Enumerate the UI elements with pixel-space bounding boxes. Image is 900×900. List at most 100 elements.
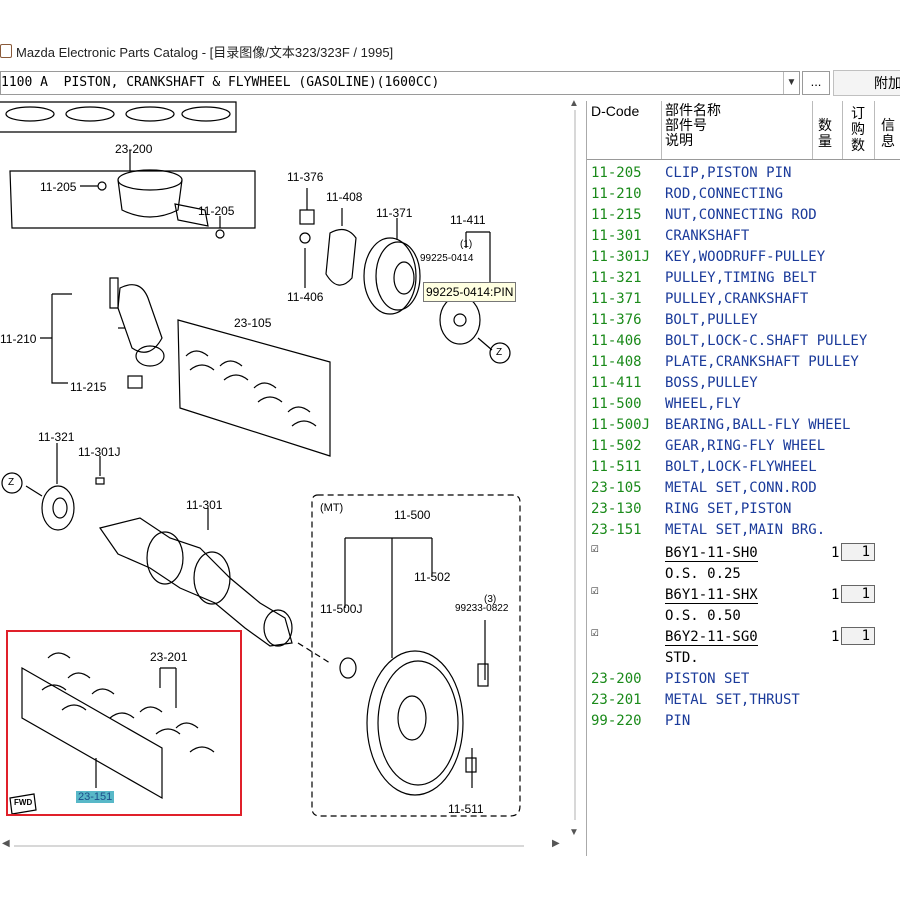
- scroll-track[interactable]: [574, 110, 576, 820]
- z-label: Z: [496, 347, 503, 358]
- row-name: BOLT,LOCK-FLYWHEEL: [665, 459, 817, 475]
- callout-11-376[interactable]: 11-376: [287, 170, 324, 184]
- callout-11-371[interactable]: 11-371: [376, 206, 413, 220]
- window-title: Mazda Electronic Parts Catalog - [目录图像/文…: [16, 45, 394, 60]
- order-qty-input[interactable]: 1: [841, 627, 875, 645]
- row-code: 11-502: [591, 438, 642, 454]
- row-code: 11-205: [591, 165, 642, 181]
- header-order[interactable]: 订购数: [851, 105, 865, 153]
- ring-icon: [5, 106, 55, 122]
- scroll-track[interactable]: [14, 845, 524, 847]
- selected-callout-23-151[interactable]: 23-151: [76, 791, 115, 803]
- add-button[interactable]: 附加: [833, 70, 900, 96]
- callout-11-301[interactable]: 11-301: [186, 498, 223, 512]
- callout-23-201[interactable]: 23-201: [150, 650, 188, 664]
- callout-11-215[interactable]: 11-215: [70, 380, 107, 394]
- row-name: BOSS,PULLEY: [665, 375, 758, 391]
- header-qty[interactable]: 数量: [818, 117, 832, 149]
- group-select[interactable]: 1100 A PISTON, CRANKSHAFT & FLYWHEEL (GA…: [0, 71, 800, 95]
- callout-11-411[interactable]: 11-411: [450, 213, 486, 227]
- part-number[interactable]: B6Y1-11-SH0: [665, 545, 758, 562]
- browse-button[interactable]: ...: [802, 71, 830, 95]
- header-divider: [874, 101, 875, 159]
- row-name: METAL SET,CONN.ROD: [665, 480, 817, 496]
- subpart-row[interactable]: ☑ B6Y2-11-SG0 1 1: [587, 625, 900, 649]
- drawing-horizontal-scrollbar[interactable]: ◀ ▶: [0, 838, 583, 854]
- fwd-label: FWD: [14, 798, 33, 807]
- subpart-row[interactable]: ☑ B6Y1-11-SH0 1 1: [587, 541, 900, 565]
- callout-11-500[interactable]: 11-500: [394, 508, 431, 522]
- row-name: CRANKSHAFT: [665, 228, 750, 244]
- row-name: METAL SET,MAIN BRG.: [665, 522, 826, 538]
- callout-11-511[interactable]: 11-511: [448, 802, 484, 816]
- part-number[interactable]: B6Y1-11-SHX: [665, 587, 758, 604]
- callout-23-200[interactable]: 23-200: [115, 142, 153, 156]
- table-row[interactable]: 11-411 BOSS,PULLEY: [587, 375, 900, 395]
- row-code: 11-210: [591, 186, 642, 202]
- callout-23-105[interactable]: 23-105: [234, 316, 272, 330]
- header-info[interactable]: 信息: [881, 117, 895, 149]
- row-name: BOLT,PULLEY: [665, 312, 758, 328]
- row-code: 11-408: [591, 354, 642, 370]
- header-name[interactable]: 部件名称 部件号 说明: [665, 103, 721, 148]
- scroll-left-icon[interactable]: ◀: [2, 838, 10, 849]
- row-name: PULLEY,CRANKSHAFT: [665, 291, 809, 307]
- callout-11-205[interactable]: 11-205: [198, 204, 235, 218]
- drawing-vertical-scrollbar[interactable]: ▲ ▼: [567, 98, 583, 838]
- checkbox[interactable]: ☑: [591, 583, 599, 598]
- callout-11-301j[interactable]: 11-301J: [78, 445, 121, 459]
- piston-body: [117, 179, 183, 218]
- scroll-down-icon[interactable]: ▼: [569, 827, 579, 838]
- subpart-row[interactable]: ☑ B6Y1-11-SHX 1 1: [587, 583, 900, 607]
- callout-11-406[interactable]: 11-406: [287, 290, 324, 304]
- row-name: PULLEY,TIMING BELT: [665, 270, 817, 286]
- callout-11-500j[interactable]: 11-500J: [320, 602, 363, 616]
- callout-11-321[interactable]: 11-321: [38, 430, 75, 444]
- part-number[interactable]: B6Y2-11-SG0: [665, 629, 758, 646]
- subpart-desc-row: STD.: [587, 650, 900, 670]
- order-qty-input[interactable]: 1: [841, 585, 875, 603]
- ring-icon: [181, 106, 231, 122]
- callout-99233-0822[interactable]: 99233-0822: [455, 603, 509, 614]
- row-code: 11-301J: [591, 249, 651, 265]
- callout-99225-0414[interactable]: 99225-0414: [420, 253, 474, 264]
- row-code: 11-411: [591, 375, 642, 391]
- chevron-down-icon[interactable]: ▼: [783, 72, 799, 94]
- callout-11-502[interactable]: 11-502: [414, 570, 451, 584]
- row-code: 23-130: [591, 501, 642, 517]
- callout-11-408[interactable]: 11-408: [326, 190, 363, 204]
- header-dcode[interactable]: D-Code: [591, 103, 640, 119]
- parts-drawing[interactable]: 23-200 11-205 11-205 11-376 11-408 11-37…: [0, 98, 570, 838]
- order-qty-input[interactable]: 1: [841, 543, 875, 561]
- checkbox[interactable]: ☑: [591, 625, 599, 640]
- callout-11-210[interactable]: 11-210: [0, 332, 37, 346]
- scroll-up-icon[interactable]: ▲: [569, 98, 579, 109]
- rod-bolt: [109, 277, 119, 309]
- scroll-right-icon[interactable]: ▶: [552, 838, 560, 849]
- parts-list-header: D-Code 部件名称 部件号 说明 数量 订购数 信息: [587, 101, 900, 160]
- ring-icon: [125, 106, 175, 122]
- callout-11-205[interactable]: 11-205: [40, 180, 77, 194]
- mt-group-frame: [311, 494, 521, 817]
- checkbox[interactable]: ☑: [591, 541, 599, 556]
